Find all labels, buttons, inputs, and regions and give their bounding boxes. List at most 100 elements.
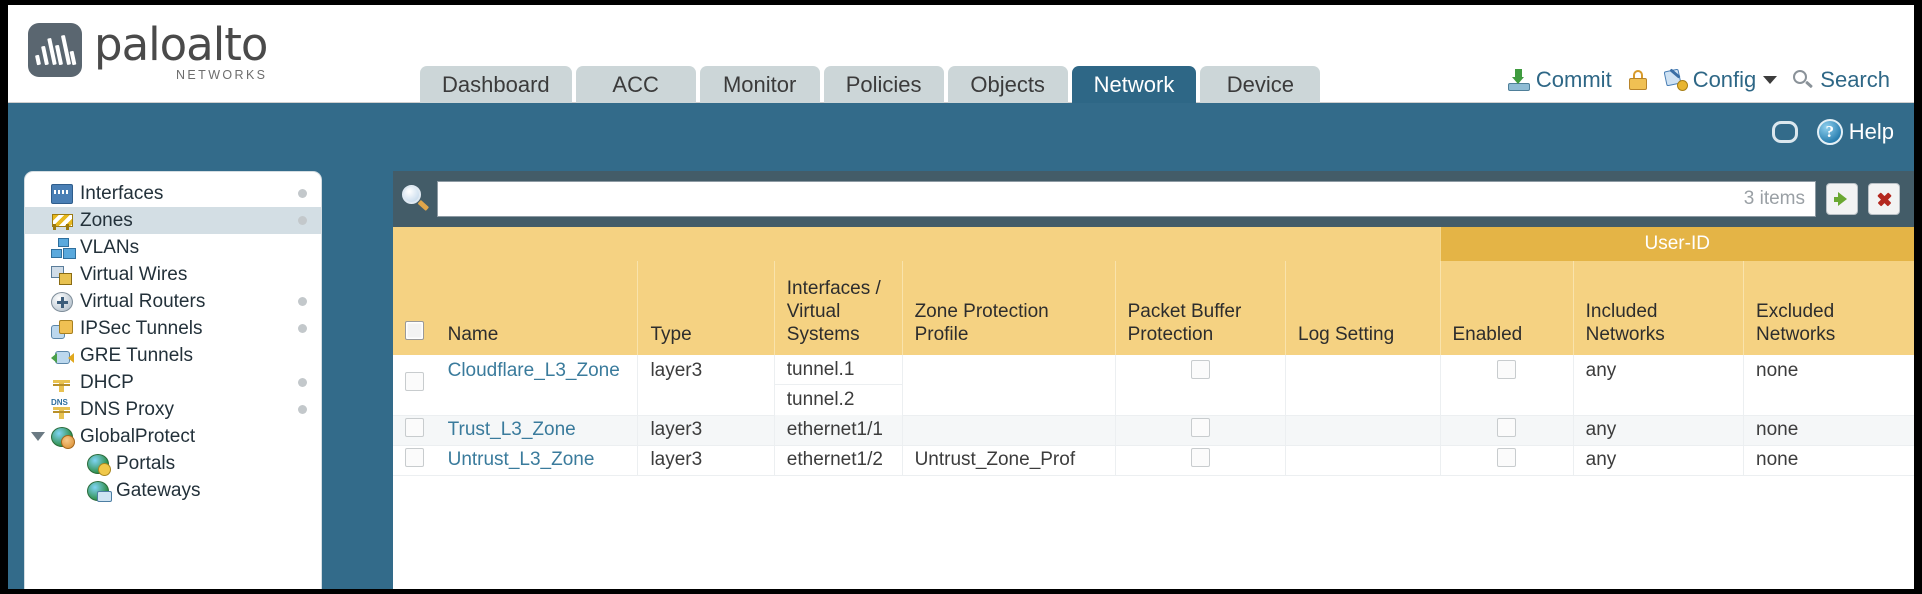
sidebar-item-label: Portals (116, 452, 176, 474)
sidebar-item-label: Zones (80, 209, 133, 231)
sidebar-item-gre-tunnels[interactable]: GRE Tunnels (25, 342, 321, 369)
sidebar-item-virtual-routers[interactable]: Virtual Routers (25, 288, 321, 315)
sidebar-item-dhcp[interactable]: DHCP (25, 369, 321, 396)
filter-input-wrap[interactable]: 3 items (437, 181, 1816, 217)
sidebar-item-gateways[interactable]: Gateways (25, 477, 321, 504)
sidebar-item-label: IPSec Tunnels (80, 317, 203, 339)
commit-button[interactable]: Commit (1507, 67, 1612, 93)
userid-enabled-cell[interactable] (1439, 355, 1574, 416)
packet-buffer-protection-checkbox[interactable] (1190, 447, 1210, 467)
band-actions: ? Help (1769, 119, 1894, 145)
userid-enabled-checkbox[interactable] (1497, 417, 1517, 437)
header-zone-protection-profile[interactable]: Zone Protection Profile (901, 261, 1116, 355)
dhcp-icon (51, 372, 73, 393)
search-button[interactable]: Search (1791, 67, 1890, 93)
userid-enabled-cell[interactable] (1439, 445, 1574, 476)
log-setting-cell (1285, 415, 1440, 446)
tab-acc[interactable]: ACC (575, 66, 696, 104)
userid-enabled-checkbox[interactable] (1497, 447, 1517, 467)
select-all-checkbox[interactable] (404, 321, 424, 340)
clear-filter-x-icon (1875, 190, 1893, 208)
header-name[interactable]: Name (435, 261, 638, 355)
status-dot (298, 324, 307, 333)
search-icon (1791, 68, 1815, 92)
table-row[interactable]: Untrust_L3_Zone layer3 ethernet1/2 Untru… (393, 445, 1914, 476)
search-label: Search (1820, 67, 1890, 92)
row-checkbox[interactable] (404, 447, 424, 467)
excluded-networks-cell: none (1743, 445, 1914, 476)
refresh-icon[interactable] (1769, 119, 1798, 145)
apply-filter-arrow-icon (1833, 192, 1847, 206)
packet-buffer-protection-checkbox[interactable] (1190, 360, 1210, 379)
dns-proxy-icon (51, 398, 73, 420)
vlans-icon (51, 237, 73, 258)
zone-name-link[interactable]: Cloudflare_L3_Zone (447, 360, 620, 381)
table-row[interactable]: Trust_L3_Zone layer3 ethernet1/1 (393, 415, 1914, 446)
expander-triangle-icon[interactable] (31, 432, 45, 441)
interfaces-icon (51, 183, 73, 204)
virtual-wires-icon (51, 265, 73, 285)
gre-tunnels-icon (51, 346, 73, 366)
lock-button[interactable] (1626, 68, 1650, 92)
filter-bar: 3 items (393, 171, 1914, 227)
tab-device[interactable]: Device (1200, 66, 1321, 104)
table-row[interactable]: Cloudflare_L3_Zone layer3 tunnel.1 tunne… (393, 355, 1914, 416)
sidebar-item-label: VLANs (80, 236, 140, 258)
header-type[interactable]: Type (637, 261, 775, 355)
zone-name-cell[interactable]: Cloudflare_L3_Zone (435, 355, 638, 416)
status-dot (298, 405, 307, 414)
excluded-networks-cell: none (1743, 415, 1914, 446)
sidebar-item-ipsec-tunnels[interactable]: IPSec Tunnels (25, 315, 321, 342)
zones-icon (51, 211, 73, 231)
zone-name-cell[interactable]: Untrust_L3_Zone (435, 445, 638, 476)
log-setting-cell (1285, 445, 1440, 476)
header-interfaces-virtual-systems[interactable]: Interfaces / Virtual Systems (773, 261, 903, 355)
packet-buffer-protection-checkbox[interactable] (1190, 417, 1210, 437)
sidebar-item-vlans[interactable]: VLANs (25, 234, 321, 261)
row-select-cell[interactable] (393, 415, 436, 446)
row-checkbox[interactable] (404, 417, 424, 437)
select-all-header[interactable] (393, 261, 436, 355)
sidebar-item-zones[interactable]: Zones (25, 207, 321, 234)
zone-name-cell[interactable]: Trust_L3_Zone (435, 415, 638, 446)
network-sidebar: Interfaces Zones VLANs Virtual Wires Vir… (24, 171, 322, 589)
zone-name-link[interactable]: Untrust_L3_Zone (447, 449, 595, 470)
zone-protection-profile-cell (901, 355, 1116, 416)
tab-objects[interactable]: Objects (947, 66, 1068, 104)
userid-enabled-checkbox[interactable] (1497, 360, 1517, 379)
tab-monitor[interactable]: Monitor (699, 66, 820, 104)
log-setting-cell (1285, 355, 1440, 416)
config-menu[interactable]: Config (1663, 67, 1778, 93)
row-checkbox[interactable] (404, 372, 424, 392)
packet-buffer-protection-cell[interactable] (1114, 415, 1286, 446)
chevron-down-icon (1763, 76, 1778, 84)
search-icon[interactable] (401, 184, 431, 214)
config-label: Config (1692, 67, 1757, 92)
zone-type-cell: layer3 (637, 355, 775, 416)
sidebar-item-interfaces[interactable]: Interfaces (25, 180, 321, 207)
help-button[interactable]: ? Help (1816, 119, 1894, 145)
sidebar-item-globalprotect[interactable]: GlobalProtect (25, 423, 321, 450)
header-log-setting[interactable]: Log Setting (1285, 261, 1440, 355)
tab-dashboard[interactable]: Dashboard (420, 66, 572, 104)
header-included-networks[interactable]: Included Networks (1572, 261, 1744, 355)
header-userid-enabled[interactable]: Enabled (1439, 261, 1574, 355)
sidebar-item-label: GlobalProtect (80, 425, 196, 447)
sidebar-item-virtual-wires[interactable]: Virtual Wires (25, 261, 321, 288)
clear-filter-button[interactable] (1868, 183, 1900, 215)
tab-network[interactable]: Network (1071, 66, 1197, 104)
column-header-row: Name Type Interfaces / Virtual Systems Z… (393, 261, 1914, 355)
userid-enabled-cell[interactable] (1439, 415, 1574, 446)
zone-name-link[interactable]: Trust_L3_Zone (447, 419, 576, 440)
header-packet-buffer-protection[interactable]: Packet Buffer Protection (1114, 261, 1286, 355)
tab-policies[interactable]: Policies (823, 66, 944, 104)
search-input[interactable] (448, 184, 1744, 214)
sidebar-item-dns-proxy[interactable]: DNS Proxy (25, 396, 321, 423)
header-excluded-networks[interactable]: Excluded Networks (1743, 261, 1914, 355)
apply-filter-button[interactable] (1826, 183, 1858, 215)
packet-buffer-protection-cell[interactable] (1114, 445, 1286, 476)
row-select-cell[interactable] (393, 445, 436, 476)
sidebar-item-portals[interactable]: Portals (25, 450, 321, 477)
packet-buffer-protection-cell[interactable] (1114, 355, 1286, 416)
row-select-cell[interactable] (393, 355, 436, 416)
